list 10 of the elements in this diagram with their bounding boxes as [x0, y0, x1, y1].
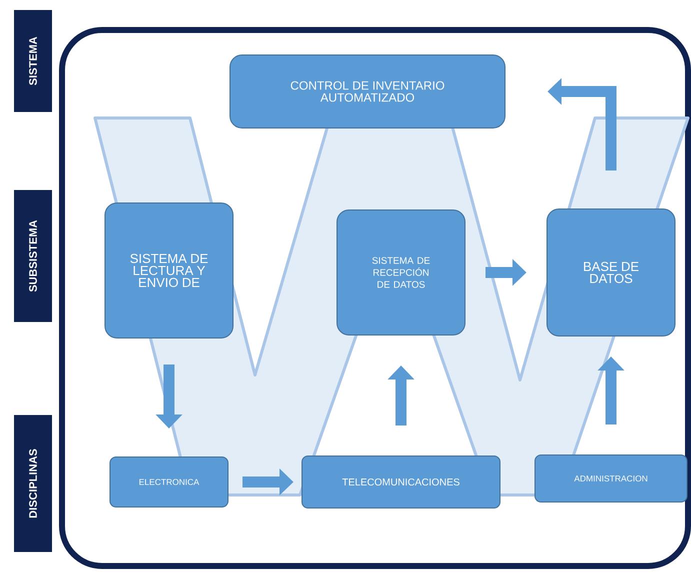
process-box: SISTEMA DE RECEPCIÓN DE DATOS — [336, 210, 466, 336]
category-band: DISCIPLINAS — [14, 415, 52, 552]
discipline-box: ELECTRONICA — [110, 456, 228, 508]
category-band: SISTEMA — [14, 10, 52, 112]
category-band: SUBSISTEMA — [14, 190, 52, 322]
process-box: CONTROL DE INVENTARIO AUTOMATIZADO — [230, 54, 506, 128]
discipline-box: TELECOMUNICACIONES — [302, 456, 500, 508]
process-box: SISTEMA DE LECTURA Y ENVIO DE — [104, 202, 234, 338]
process-box: BASE DE DATOS — [546, 208, 676, 336]
discipline-box: ADMINISTRACION — [534, 454, 688, 502]
